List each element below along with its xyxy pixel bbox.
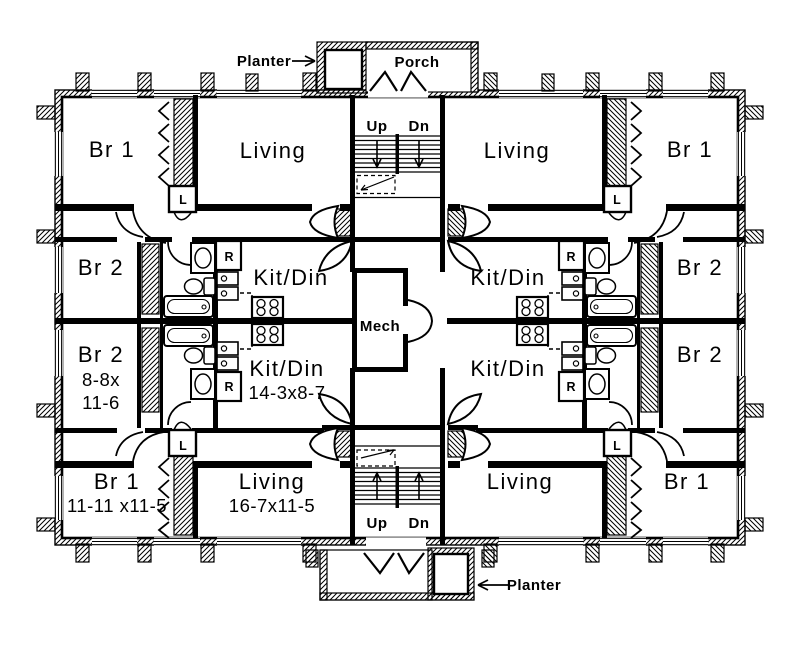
closet-br2-upper [141, 243, 160, 315]
planter-bottom-box [432, 552, 470, 596]
bathroom-lower [163, 324, 216, 426]
fridge-label-lower-right: R [566, 380, 575, 394]
stairs-top [355, 134, 440, 199]
window [92, 537, 301, 546]
linen-label-upper-left: L [179, 193, 187, 207]
room-label-br2-lower-right: Br 2 [677, 342, 723, 367]
room-label-living-lower-right: Living [487, 469, 553, 494]
room-label-living-upper-right: Living [484, 138, 550, 163]
room-label-br2-upper-right: Br 2 [677, 255, 723, 280]
fridge-label-upper-right: R [566, 250, 575, 264]
room-label-br1-lower-right: Br 1 [664, 469, 710, 494]
room-label-br1-upper-right: Br 1 [667, 137, 713, 162]
room-label-br2-upper-left: Br 2 [78, 255, 124, 280]
mech-label: Mech [360, 318, 400, 335]
porch-label: Porch [394, 54, 439, 71]
linen-closet [167, 184, 198, 458]
porch-top [316, 41, 479, 98]
closet-br2-lower [141, 327, 160, 413]
stairs-bottom [355, 445, 440, 508]
pilaster [36, 72, 319, 568]
window [92, 89, 301, 98]
room-label-br1-lower-left: Br 1 [94, 469, 140, 494]
dim-br1-lower-left: 11-11 x11-5 [67, 495, 167, 516]
stairs-bottom-dn-label: Dn [409, 515, 430, 532]
room-label-br1-upper-left: Br 1 [89, 137, 135, 162]
dim-living-lower-left: 16-7x11-5 [229, 495, 315, 516]
kitchen-upper [214, 239, 285, 320]
fridge-label-lower-left: R [224, 380, 233, 394]
stairs-top-up-label: Up [367, 118, 388, 135]
linen-label-lower-right: L [613, 439, 621, 453]
room-label-living-lower-left: Living [239, 469, 305, 494]
door-arc [115, 210, 167, 462]
window [54, 132, 63, 520]
stairs-bottom-up-label: Up [367, 515, 388, 532]
stair-core [350, 95, 445, 545]
dim-br2-lower-left-2: 11-6 [82, 392, 120, 413]
dim-kitdin-lower-left: 14-3x8-7 [248, 382, 325, 403]
room-label-kitdin-lower-left: Kit/Din [249, 356, 324, 381]
room-label-kitdin-upper-left: Kit/Din [253, 265, 328, 290]
planter-top-box [323, 48, 364, 91]
vestibule-left-parts [308, 204, 354, 462]
fridge-label-upper-left: R [224, 250, 233, 264]
closet-br1-lower [157, 454, 194, 539]
kitchen-lower [214, 322, 285, 403]
room-label-kitdin-lower-right: Kit/Din [470, 356, 545, 381]
room-label-br2-lower-left: Br 2 [78, 342, 124, 367]
planter-bottom-arrow [477, 579, 508, 591]
dim-br2-lower-left-1: 8-8x [82, 369, 120, 390]
stairs-top-dn-label: Dn [409, 118, 430, 135]
left-half-geometry [36, 72, 354, 568]
linen-label-lower-left: L [179, 439, 187, 453]
room-label-living-upper-left: Living [240, 138, 306, 163]
entry-door-swings-top [369, 69, 427, 92]
closet-br1-upper [157, 98, 194, 188]
mech-room [352, 268, 434, 372]
porch-bottom [319, 537, 475, 601]
linen-label-upper-right: L [613, 193, 621, 207]
planter-top-arrow [292, 55, 316, 67]
planter-top-label: Planter [237, 53, 291, 70]
entry-door-swings-bottom [363, 552, 425, 576]
bathroom-upper [163, 241, 216, 318]
room-label-kitdin-upper-right: Kit/Din [470, 265, 545, 290]
planter-bottom-label: Planter [507, 577, 561, 594]
